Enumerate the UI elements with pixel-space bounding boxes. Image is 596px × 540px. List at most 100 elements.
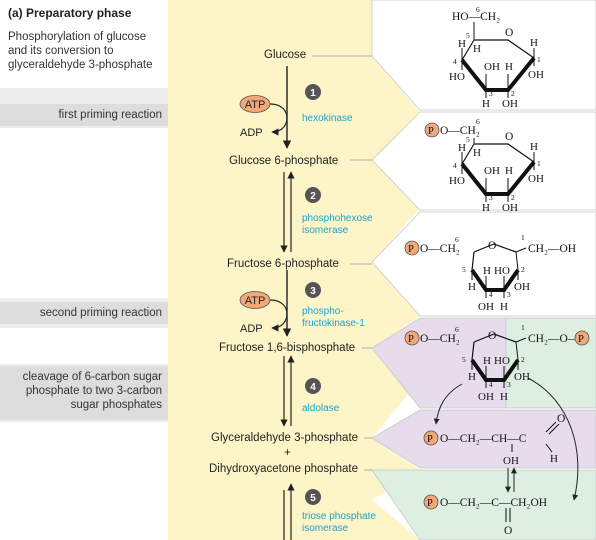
second-priming-bar: [0, 302, 168, 324]
f16bp-c1: 1: [521, 323, 525, 332]
f6p-h5: H: [468, 281, 476, 293]
f6p-c1: 1: [521, 233, 525, 242]
g6p-h5: H: [473, 147, 481, 159]
f16bp-phosphate-circle-right: [574, 330, 590, 346]
dhap-phosphate-circle: [423, 494, 439, 510]
g6p-h1: H: [530, 141, 538, 153]
f16bp-ring-o: O: [488, 330, 496, 342]
cleavage-bar: [0, 366, 168, 420]
atp-label-1: ATP: [245, 99, 266, 111]
f16bp-c2: 2: [521, 355, 525, 364]
cleavage-arrow-left: [433, 383, 463, 425]
f6p-p: P: [408, 244, 414, 255]
f16bp-oh4: OH: [478, 391, 494, 403]
f16bp-c4: 4: [489, 380, 493, 389]
gap-aldehyde-h: H: [550, 453, 558, 465]
step5-number: 5: [310, 493, 316, 504]
enzyme-aldolase: aldolase: [302, 403, 340, 414]
dhap-box: [371, 469, 596, 540]
f6p-structure: P O—CH₂ 6 O 1 CH₂—OH 5 H H HO 2 OH 4 3 O…: [404, 233, 576, 313]
gap-phosphate-circle: [423, 430, 439, 446]
dhap-chain: O—CH₂—C—CH₂OH: [440, 497, 547, 509]
adp-label-2: ADP: [240, 323, 263, 335]
glucose-ho: HO: [449, 71, 465, 83]
step1-badge: [305, 84, 321, 100]
glucose-h1: H: [530, 37, 538, 49]
g6p-ho: HO: [449, 175, 465, 187]
glucose-h2: H: [505, 61, 513, 73]
f6p-ho: HO: [494, 265, 510, 277]
step1-number: 1: [310, 88, 316, 99]
glucose-hoch2: HO—CH₂: [452, 11, 500, 23]
f6p-phosphate-circle: [404, 240, 420, 256]
second-priming-label: second priming reaction: [39, 307, 162, 319]
g6p-och2: O—CH₂: [440, 125, 480, 137]
f16bp-label: Fructose 1,6-bisphosphate: [219, 342, 356, 354]
f6p-c3: 3: [507, 290, 511, 299]
f6p-ch2oh: CH₂—OH: [528, 243, 576, 255]
g6p-structure: P O—CH₂ 6 O 5 H H 4 OH HO H H 1 OH 3 2 H…: [424, 117, 544, 214]
yellow-panel: [168, 0, 420, 540]
phase-subtitle: Phosphorylation of glucose and its conve…: [8, 31, 153, 71]
step4-number: 4: [310, 382, 316, 393]
atp-label-2: ATP: [245, 295, 266, 307]
f16bp-h5: H: [468, 371, 476, 383]
f16bp-c6: 6: [455, 325, 459, 334]
f6p-label: Fructose 6-phosphate: [227, 258, 339, 270]
adp-label-1: ADP: [240, 127, 263, 139]
enzyme-hexokinase: hexokinase: [302, 113, 353, 124]
dhap-structure: P O—CH₂—C—CH₂OH O: [423, 467, 547, 537]
f6p-box: [371, 211, 596, 317]
glucose-c1: 1: [537, 55, 541, 64]
left-white-area-2: [0, 328, 168, 364]
dhap-keto-o: O: [504, 525, 512, 537]
glucose-oh2: OH: [502, 98, 518, 110]
step4-badge: [305, 378, 321, 394]
gap-box: [371, 409, 596, 469]
gap-chain: O—CH₂—CH—C: [440, 433, 527, 445]
f16bp-h3: H: [500, 391, 508, 403]
g6p-ring-o: O: [505, 131, 513, 143]
glucose-structure: HO—CH₂ 6 O 5 H H 4 OH HO H H 1 OH 3 2 H …: [449, 5, 544, 110]
f6p-ring-o: O: [488, 240, 496, 252]
f16bp-h4: H: [483, 355, 491, 367]
g6p-c1: 1: [537, 159, 541, 168]
atp-oval-2: [239, 291, 271, 309]
plus-sign: +: [284, 447, 291, 459]
glucose-oh4: OH: [484, 61, 500, 73]
f16bp-ch2o-right: CH₂—O—: [528, 333, 580, 345]
g6p-p: P: [428, 126, 434, 137]
f6p-c2: 2: [521, 265, 525, 274]
gap-oh: OH: [503, 455, 519, 467]
f16bp-p-left: P: [408, 334, 414, 345]
g6p-h3: H: [482, 202, 490, 214]
glucose-c6: 6: [476, 5, 480, 14]
g6p-box: [371, 111, 596, 211]
gap-structure: P O—CH₂—CH—C O H OH: [423, 413, 565, 467]
f6p-oh4: OH: [478, 301, 494, 313]
f6p-c4: 4: [489, 290, 493, 299]
glucose-c3: 3: [489, 89, 493, 98]
left-white-area: [0, 128, 168, 298]
enzyme-triose-phosphate-isomerase: triose phosphate isomerase: [302, 511, 376, 534]
gap-aldehyde-o: O: [557, 413, 565, 425]
glucose-c5: 5: [466, 31, 470, 40]
glucose-h3: H: [482, 98, 490, 110]
first-priming-label: first priming reaction: [58, 109, 162, 121]
glucose-h5: H: [473, 43, 481, 55]
cleavage-arrow-right: [527, 377, 579, 501]
f6p-c5: 5: [462, 265, 466, 274]
glucose-c4: 4: [453, 57, 457, 66]
g6p-c6: 6: [476, 117, 480, 126]
glucose-ring-o: O: [505, 27, 513, 39]
cleavage-label: cleavage of 6-carbon sugar phosphate to …: [22, 371, 162, 411]
dhap-p: P: [427, 498, 433, 509]
left-white-area-3: [0, 422, 168, 540]
glucose-label: Glucose: [264, 49, 307, 61]
step3-badge: [305, 282, 321, 298]
g6p-h4: H: [458, 142, 466, 154]
gap-label: Glyceraldehyde 3-phosphate: [211, 432, 359, 444]
step5-badge: [305, 489, 321, 505]
g6p-c2: 2: [511, 193, 515, 202]
